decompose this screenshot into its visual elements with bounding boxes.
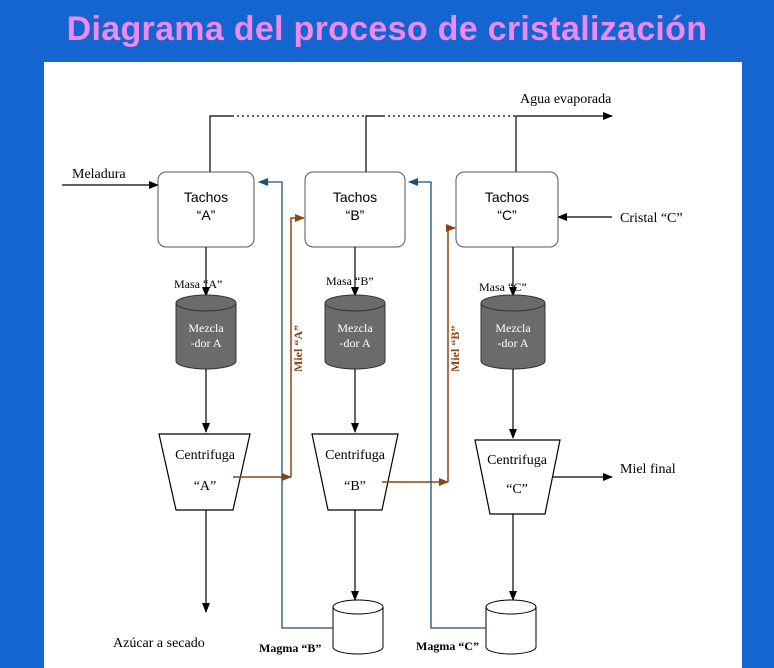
tacho-c-letter: “C” — [497, 207, 517, 223]
tacho-b-label: Tachos — [333, 189, 377, 205]
masa-b-label: Masa “B” — [326, 274, 374, 288]
mixer-b-line2: -dor A — [340, 336, 371, 350]
miel-final-label: Miel final — [620, 462, 676, 477]
centrifuga-b-line1: Centrifuga — [325, 448, 386, 463]
tacho-b: Tachos “B” — [304, 171, 406, 248]
centrifuga-a-line1: Centrifuga — [175, 448, 236, 463]
centrifuga-a: Centrifuga “A” — [158, 433, 251, 511]
magma-c-label: Magma “C” — [416, 639, 479, 653]
tacho-c-label: Tachos — [485, 189, 529, 205]
miel-a-label: Miel “A” — [291, 325, 305, 372]
magma-b-tank — [332, 599, 384, 655]
mixer-c-line1: Mezcla — [495, 321, 531, 335]
masa-c-label: Masa “C” — [479, 280, 527, 294]
centrifuga-to-magma-arrows — [351, 510, 517, 601]
cristal-label: Cristal “C” — [620, 211, 683, 226]
magma-b-label: Magma “B” — [259, 641, 321, 655]
miel-a-flow — [233, 214, 305, 481]
diagram-panel — [44, 62, 742, 668]
tacho-to-mixer-arrows — [202, 247, 517, 297]
tacho-a-label: Tachos — [184, 189, 228, 205]
tacho-a: Tachos “A” — [157, 171, 255, 248]
mixer-c-line2: -dor A — [498, 336, 529, 350]
magma-c-tank — [485, 599, 537, 655]
mixer-a-line1: Mezcla — [188, 321, 224, 335]
tacho-b-letter: “B” — [346, 207, 365, 223]
miel-b-flow — [382, 224, 456, 486]
masa-a-label: Masa “A” — [174, 277, 222, 291]
centrifuga-c-line2: “C” — [506, 482, 528, 497]
centrifuga-a-line2: “A” — [194, 479, 217, 494]
magma-b-recycle-flow — [258, 178, 333, 629]
tacho-a-letter: “A” — [197, 207, 216, 223]
mixer-b: Mezcla -dor A — [324, 294, 386, 370]
azucar-label: Azúcar a secado — [113, 636, 205, 651]
centrifuga-c: Centrifuga “C” — [474, 439, 561, 515]
mixer-b-line1: Mezcla — [337, 321, 373, 335]
mixer-a-line2: -dor A — [191, 336, 222, 350]
mixer-a: Mezcla -dor A — [175, 294, 237, 370]
centrifuga-b-line2: “B” — [344, 479, 366, 494]
evaporated-water-line — [209, 112, 613, 172]
magma-c-recycle-flow — [408, 178, 486, 629]
meladura-label: Meladura — [72, 167, 126, 182]
mixer-c: Mezcla -dor A — [480, 294, 546, 370]
centrifuga-c-line1: Centrifuga — [487, 453, 548, 468]
agua-evaporada-label: Agua evaporada — [520, 92, 612, 107]
tacho-c: Tachos “C” — [455, 171, 559, 248]
slide-title: Diagrama del proceso de cristalización — [66, 10, 708, 48]
mixer-to-centrifuga-arrows — [202, 369, 517, 439]
centrifuga-b: Centrifuga “B” — [311, 433, 399, 511]
miel-b-label: Miel “B” — [448, 326, 462, 372]
